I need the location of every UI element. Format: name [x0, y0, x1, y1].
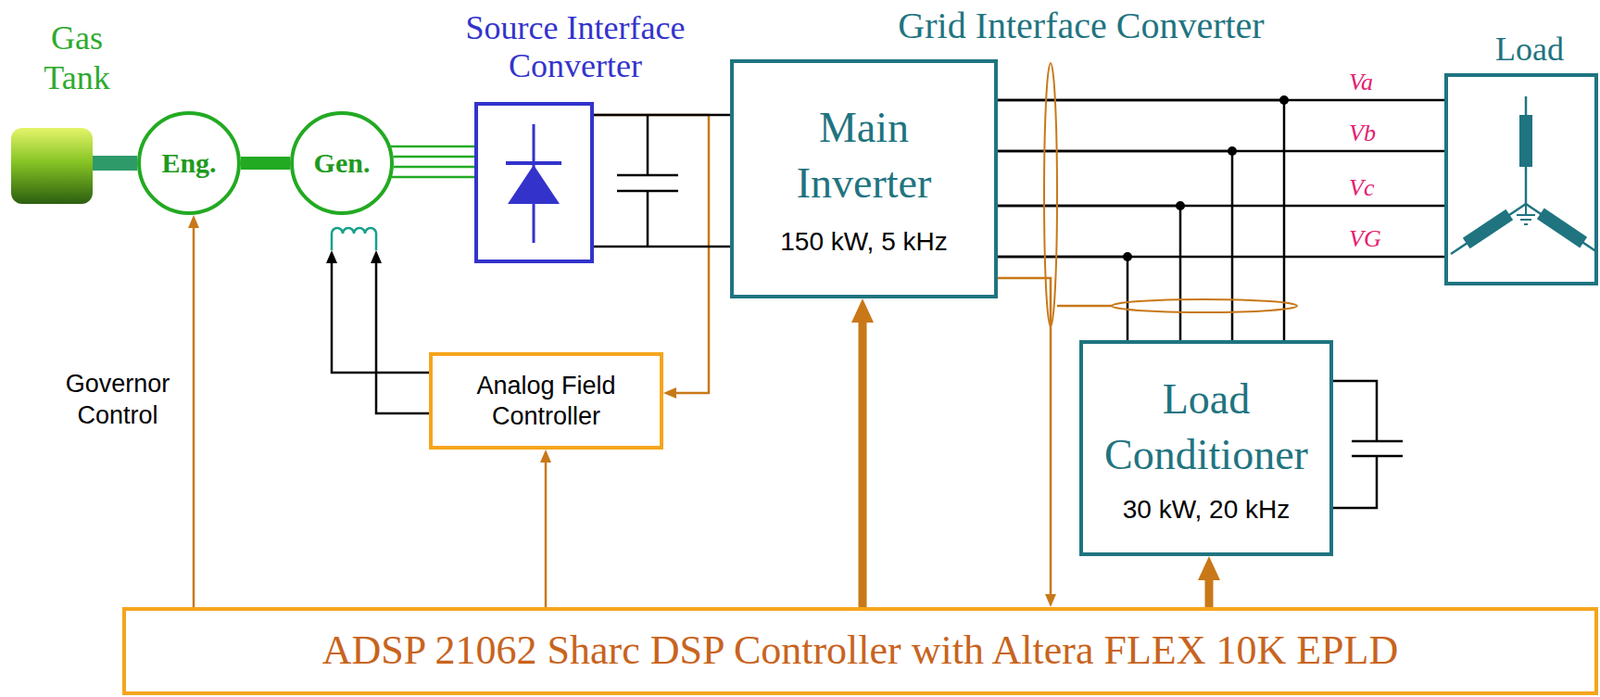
node-text: ADSP 21062 Sharc DSP Controller with Alt…: [322, 628, 1399, 673]
inverter-gating: [862, 309, 864, 607]
ac-output-lines: [997, 100, 1445, 257]
field-current: [331, 253, 429, 414]
dc-bus: [593, 114, 731, 247]
dsp-controller: ADSP 21062 Sharc DSP Controller with Alt…: [122, 606, 1599, 695]
circle-outline: [291, 113, 392, 214]
tank-body: [11, 127, 93, 204]
load-resistor: [1519, 114, 1533, 167]
signal-label: Governor Control: [57, 368, 178, 432]
load-resistor: [1462, 209, 1513, 250]
signal-name: Vc: [1348, 176, 1374, 201]
ground-symbol: [1516, 203, 1536, 225]
current-sensor: [1044, 62, 1058, 327]
node-text: Eng.: [161, 146, 216, 180]
conditioner-capacitor: [1331, 380, 1403, 508]
governor-signal: [192, 218, 196, 607]
ac-wires: [390, 145, 475, 149]
conditioner-gating: [1205, 566, 1214, 607]
signal-name: Vb: [1348, 121, 1376, 146]
load-conditioner: Load Conditioner 30 kW, 20 kHz: [1079, 340, 1334, 556]
engine-circle: Eng.: [137, 111, 241, 215]
field-command: [545, 453, 547, 607]
load-leg: [1525, 203, 1598, 252]
field-winding: [331, 227, 377, 251]
signal-name: VG: [1348, 226, 1382, 252]
field-command: [544, 453, 548, 607]
conditioner-gating: [1209, 566, 1210, 607]
drive-shaft: [240, 156, 290, 170]
conditioner-taps: [997, 100, 1285, 341]
drive-shaft: [240, 163, 290, 164]
inverter-gating: [858, 309, 868, 607]
main-inverter: Main Inverter 150 kW, 5 kHz: [730, 59, 998, 299]
tank-shape: [11, 127, 93, 204]
junction-dot: [1227, 146, 1237, 156]
diode-bar: [505, 161, 562, 165]
dc-bus: [593, 113, 731, 117]
current-sensor: [1111, 299, 1298, 313]
fuel-nozzle: [92, 163, 138, 164]
ac-wires: [390, 146, 475, 177]
current-feedback: [997, 277, 1051, 604]
node-text: Load Conditioner: [1087, 371, 1325, 483]
bus-voltage-sense: [593, 114, 709, 393]
junction-dot: [1122, 251, 1133, 262]
current-feedback: [997, 277, 1051, 604]
governor-signal: [193, 218, 195, 607]
field-controller: Analog Field Controller: [428, 352, 664, 450]
field-current: [376, 253, 429, 414]
ac-wires: [391, 176, 475, 179]
conditioner-taps: [997, 256, 1128, 341]
node-text: 150 kW, 5 kHz: [780, 226, 948, 258]
conditioner-taps: [997, 100, 1285, 341]
sensor-wire: [1057, 304, 1112, 308]
ac-wires: [393, 155, 475, 159]
junction-dot: [1175, 201, 1185, 211]
load-box: Load: [1444, 73, 1599, 286]
fuel-nozzle: [92, 155, 138, 171]
load-leg: [1450, 203, 1526, 254]
conditioner-taps: [997, 205, 1181, 341]
diode-symbol: [507, 164, 560, 204]
source-interface-converter: Source Interface Converter: [474, 101, 594, 264]
bus-voltage-sense: [593, 114, 709, 393]
node-text: Main Inverter: [767, 100, 962, 212]
node-text: 30 kW, 20 kHz: [1122, 493, 1291, 526]
node-text: Gen.: [314, 146, 371, 180]
dc-link-capacitor: [617, 114, 679, 247]
node-heading: Source Interface Converter: [454, 9, 696, 87]
generator-circle: Gen.: [289, 111, 394, 215]
gas-tank: Gas Tank: [11, 127, 93, 204]
group-heading: Grid Interface Converter: [886, 7, 1276, 45]
circle-outline: [138, 113, 240, 214]
node-heading: Gas Tank: [30, 18, 124, 99]
node-heading: Load: [1474, 29, 1586, 70]
node-text: Analog Field Controller: [440, 370, 654, 431]
field-current: [331, 253, 429, 373]
load-resistor: [1537, 208, 1588, 249]
junction-dot: [1279, 95, 1289, 105]
dc-bus: [593, 245, 731, 249]
signal-name: Va: [1348, 70, 1374, 95]
ac-wires: [393, 165, 475, 169]
